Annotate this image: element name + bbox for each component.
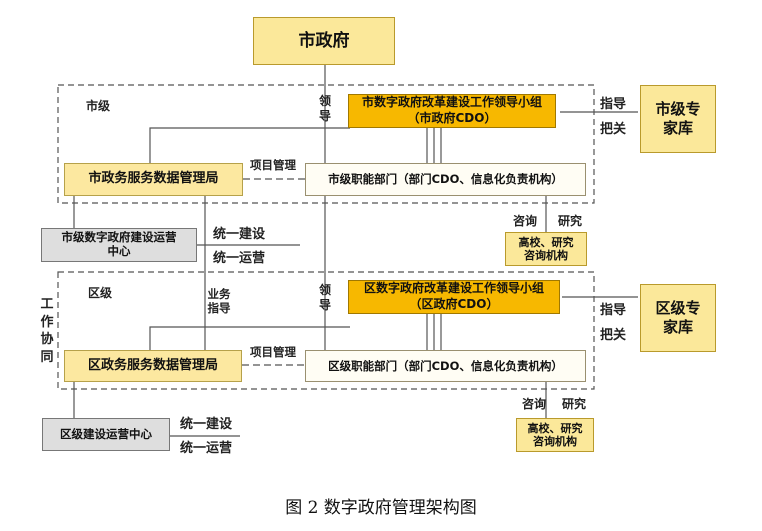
- district-level-label: 区级: [88, 286, 113, 300]
- district-expert-pool-box: 区级专家库: [640, 284, 716, 352]
- district-ops-center-box: 区级建设运营中心: [42, 418, 170, 451]
- unified-build-label-district: 统一建设: [180, 417, 233, 432]
- lead-label-district: 领导: [318, 283, 331, 312]
- district-departments-box: 区级职能部门（部门CDO、信息化负责机构）: [305, 350, 586, 382]
- check-label-city: 把关: [600, 122, 627, 137]
- unified-ops-label-city: 统一运营: [213, 251, 266, 266]
- unified-ops-label-district: 统一运营: [180, 441, 233, 456]
- business-guidance-label: 业务指导: [207, 287, 231, 316]
- project-mgmt-label-district: 项目管理: [250, 345, 296, 359]
- lead-label-city: 领导: [318, 94, 331, 123]
- work-collab-label: 工作协同: [40, 297, 54, 365]
- city-expert-pool-box: 市级专家库: [640, 85, 716, 153]
- district-leading-group-box: 区数字政府改革建设工作领导小组（区政府CDO）: [348, 280, 560, 314]
- city-departments-box: 市级职能部门（部门CDO、信息化负责机构）: [305, 163, 586, 196]
- unified-build-label-city: 统一建设: [213, 227, 266, 242]
- guide-label-city: 指导: [600, 97, 627, 112]
- district-research-box: 高校、研究咨询机构: [516, 418, 594, 452]
- research-label-city: 研究: [558, 214, 583, 228]
- city-ops-center-box: 市级数字政府建设运营中心: [41, 228, 197, 262]
- check-label-district: 把关: [600, 328, 627, 343]
- research-label-district: 研究: [562, 397, 587, 411]
- city-government-box: 市政府: [253, 17, 395, 65]
- city-level-frame: [57, 84, 595, 204]
- district-level-frame: [57, 271, 595, 390]
- city-level-label: 市级: [86, 99, 111, 113]
- figure-caption: 图 2 数字政府管理架构图: [285, 498, 477, 518]
- city-leading-group-box: 市数字政府改革建设工作领导小组（市政府CDO）: [348, 94, 556, 128]
- district-data-bureau-box: 区政务服务数据管理局: [64, 350, 242, 382]
- consult-label-district: 咨询: [522, 397, 547, 411]
- city-data-bureau-box: 市政务服务数据管理局: [64, 163, 243, 196]
- consult-label-city: 咨询: [513, 214, 538, 228]
- city-research-box: 高校、研究咨询机构: [505, 232, 587, 266]
- project-mgmt-label-city: 项目管理: [250, 158, 296, 172]
- guide-label-district: 指导: [600, 303, 627, 318]
